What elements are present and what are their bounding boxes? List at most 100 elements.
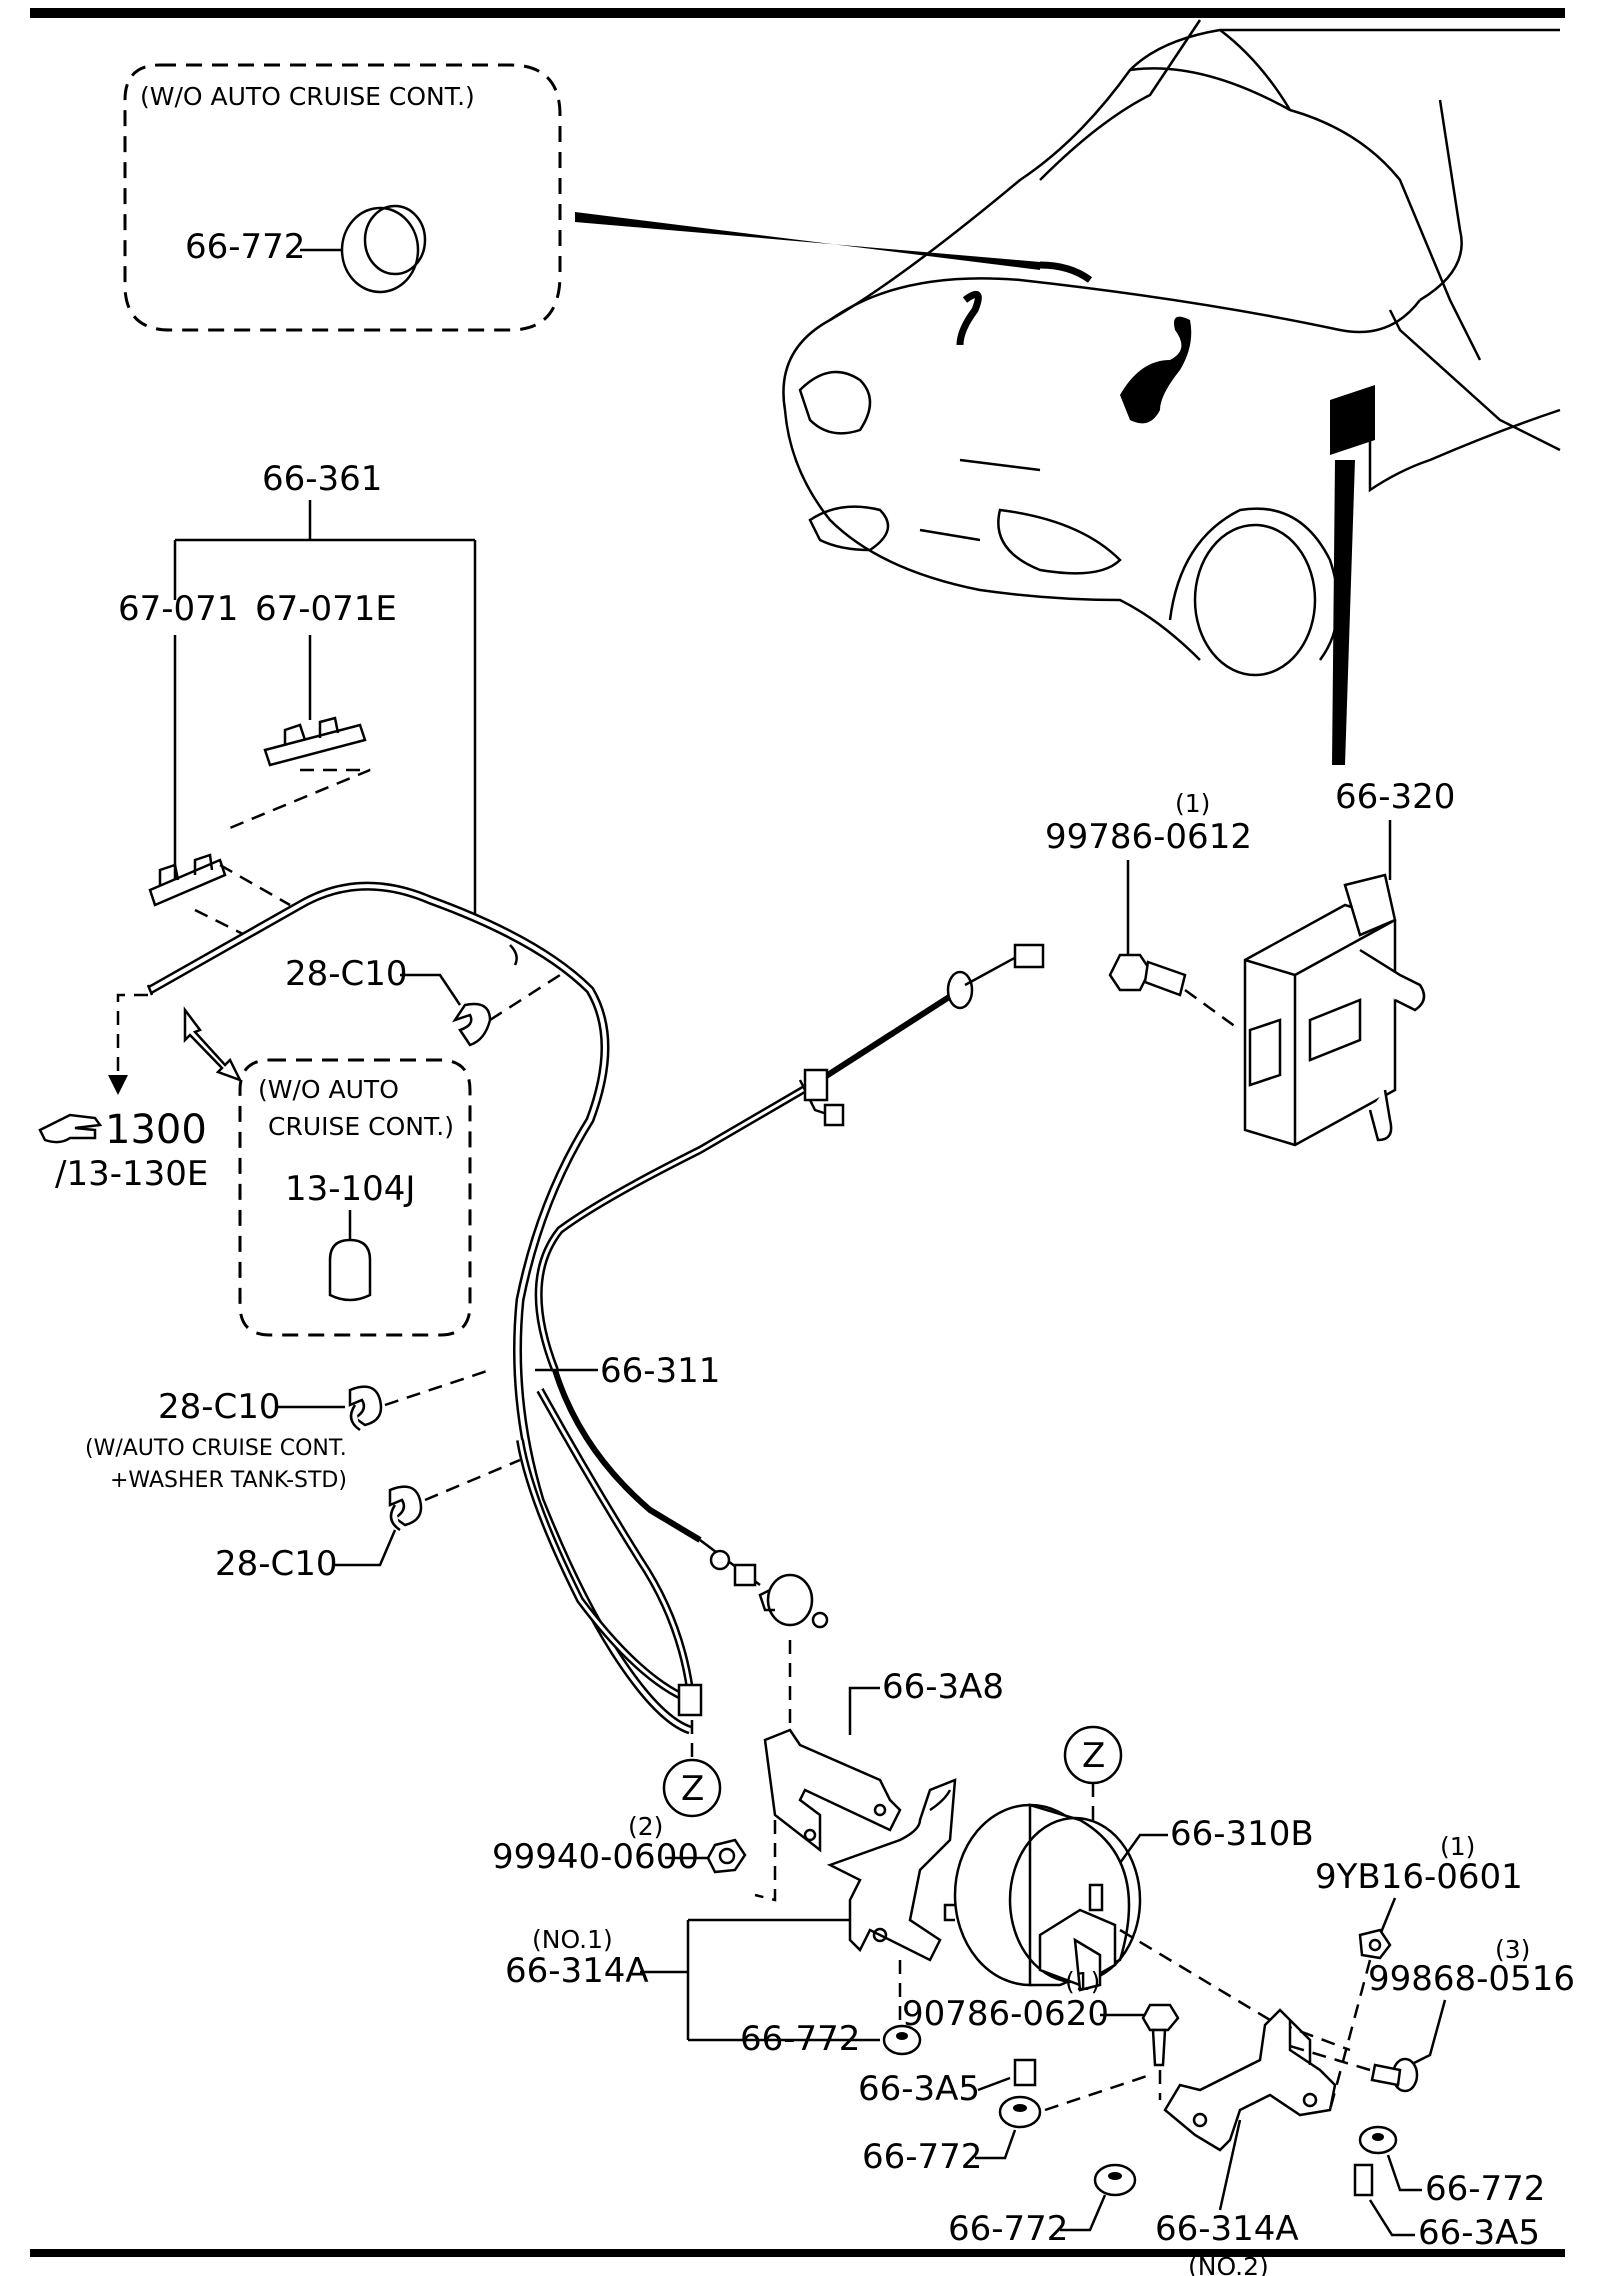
- leader-66-772-d: [1386, 2154, 1422, 2192]
- bushing-66-3A5-b: [1353, 2163, 1374, 2197]
- grommet-66-772-d: [1358, 2125, 1398, 2155]
- label-99868-0516: 99868-0516: [1368, 1959, 1575, 1999]
- leader-66-3A8: [848, 1686, 880, 1735]
- label-66-361: 66-361: [262, 459, 382, 499]
- bolt-99786: [1108, 953, 1187, 997]
- cap-13-104J: [328, 1238, 372, 1302]
- grommet-66-772-b: [998, 2095, 1042, 2129]
- label-66-320: 66-320: [1335, 777, 1455, 817]
- label-no2: (NO.2): [1188, 2252, 1269, 2276]
- mid-note-line2: CRUISE CONT.): [268, 1112, 454, 1141]
- label-13-104J: 13-104J: [285, 1169, 415, 1209]
- cable-66-311: [147, 881, 692, 1735]
- clip-9YB16: [1358, 1928, 1392, 1960]
- car-illustration: [575, 19, 1561, 765]
- leader-66-772-b: [975, 2129, 1017, 2160]
- actuator-66-310B: [943, 1803, 1142, 1992]
- leader-66-310B: [1113, 1833, 1168, 1871]
- label-9YB16-0601: 9YB16-0601: [1315, 1857, 1523, 1897]
- z-marker-right: Z: [1063, 1725, 1123, 1785]
- label-67-071: 67-071: [118, 589, 238, 629]
- dash-67-071: [194, 863, 291, 937]
- cable-66-311-inner: [534, 987, 962, 1543]
- dash-28-c10-a: [489, 973, 561, 1022]
- cable-end-fitting-upper: [798, 943, 1045, 1127]
- leader-9YB16: [1378, 1897, 1397, 1936]
- dash-99786: [1184, 988, 1241, 1032]
- label-66-3A8: 66-3A8: [882, 1667, 1004, 1707]
- bushing-66-3A5-a: [1013, 2058, 1037, 2087]
- label-99940-0600: 99940-0600: [492, 1837, 699, 1877]
- top-note-frame: [123, 63, 562, 332]
- dash-28-c10-b: [384, 1368, 491, 1407]
- label-28-c10-b: 28-C10: [158, 1387, 281, 1427]
- mid-note-line1: (W/O AUTO: [258, 1075, 399, 1104]
- bolt-99868: [1370, 2057, 1419, 2093]
- label-66-772-d: 66-772: [1425, 2169, 1545, 2209]
- label-no1: (NO.1): [532, 1925, 613, 1954]
- bolt-90786: [1141, 2003, 1180, 2067]
- clip-28-c10-c: [388, 1485, 423, 1532]
- leader-28-c10-a: [400, 973, 462, 1006]
- pointing-hand-icon: [38, 1113, 103, 1144]
- leader-66-772-c: [1060, 2194, 1107, 2232]
- bracket-66-314A-no1: [826, 1778, 957, 1962]
- label-66-772-b: 66-772: [862, 2137, 982, 2177]
- dash-9YB16: [1328, 1959, 1372, 2111]
- label-28-c10-c: 28-C10: [215, 1544, 338, 1584]
- cable-end-fitting-lower: [699, 1539, 829, 1629]
- clip-67-071: [148, 853, 227, 907]
- nut-99940: [706, 1838, 747, 1874]
- clip-28-c10-b: [348, 1385, 383, 1432]
- qty-99786: (1): [1175, 789, 1210, 818]
- qty-99868: (3): [1495, 1935, 1530, 1964]
- leader-66-3A5-b: [1368, 2199, 1415, 2237]
- arrow-ref-1300: [108, 1075, 128, 1095]
- clip-28-c10-a: [451, 1002, 492, 1047]
- label-66-772-a: 66-772: [740, 2019, 860, 2059]
- label-67-071E: 67-071E: [255, 589, 397, 629]
- z-marker-left: Z: [662, 1758, 722, 1818]
- bracket-66-3A8: [763, 1728, 902, 1853]
- label-ref-1300[interactable]: 1300: [105, 1107, 207, 1153]
- label-28-c10-a: 28-C10: [285, 954, 408, 994]
- top-note-text: (W/O AUTO CRUISE CONT.): [140, 82, 475, 111]
- label-66-311: 66-311: [600, 1351, 720, 1391]
- top-border: [30, 8, 1565, 18]
- mid-note-frame: [238, 1058, 472, 1337]
- label-99786-0612: 99786-0612: [1045, 817, 1252, 857]
- qty-90786: (1): [1065, 1967, 1100, 1996]
- label-66-3A5-b: 66-3A5: [1418, 2213, 1540, 2253]
- leader-66-314A-2: [1218, 2119, 1242, 2211]
- label-66-772-c: 66-772: [948, 2209, 1068, 2249]
- label-66-314A-2: 66-314A: [1155, 2209, 1299, 2249]
- label-66-310B: 66-310B: [1170, 1814, 1314, 1854]
- label-ref-13-130E[interactable]: /13-130E: [55, 1154, 208, 1194]
- svg-text:Z: Z: [1082, 1736, 1105, 1776]
- bracket-66-314A-no2: [1163, 2008, 1337, 2152]
- bottom-border: [30, 2249, 1565, 2257]
- dash-99868: [1269, 2038, 1371, 2072]
- cap-plug-top: [340, 204, 427, 294]
- module-66-320: [1243, 873, 1426, 1147]
- label-cap-top: 66-772: [185, 227, 305, 267]
- double-arrow-icon: [183, 1006, 243, 1083]
- label-90786-0620: 90786-0620: [902, 1994, 1109, 2034]
- cable-end-z: [536, 1388, 703, 1717]
- qty-9YB16: (1): [1440, 1832, 1475, 1861]
- dash-28-c10-c: [424, 1458, 521, 1502]
- label-66-314A-1: 66-314A: [505, 1951, 649, 1991]
- dash-66-3A8: [754, 1640, 792, 1902]
- grommet-66-772-c: [1093, 2163, 1137, 2197]
- bracket-66-361: [173, 500, 477, 920]
- cable-end-left: [146, 984, 154, 996]
- clip-67-071E: [263, 716, 367, 767]
- dash-ref-1300: [116, 993, 148, 1080]
- note-washer-1: (W/AUTO CRUISE CONT.: [85, 1436, 347, 1461]
- svg-text:Z: Z: [681, 1769, 704, 1809]
- leader-66-3A5-a: [977, 2076, 1011, 2092]
- leader-28-c10-c: [332, 1529, 397, 1567]
- bracket-66-314A-1: [640, 1918, 850, 2042]
- label-66-3A5-a: 66-3A5: [858, 2069, 980, 2109]
